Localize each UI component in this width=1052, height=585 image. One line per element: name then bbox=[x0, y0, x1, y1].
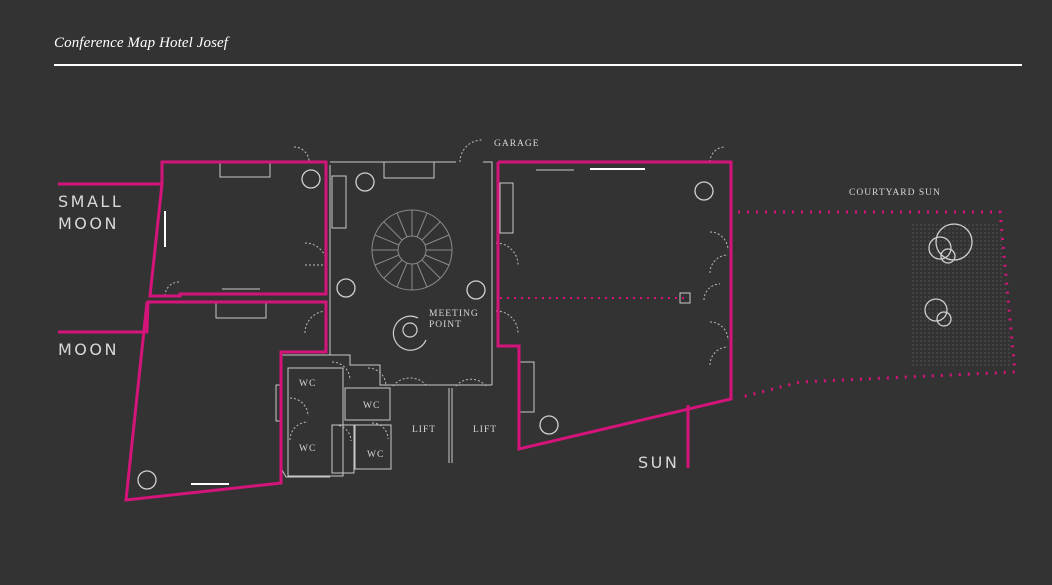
meeting-point-label-line2: POINT bbox=[429, 320, 462, 330]
title-divider bbox=[54, 64, 1022, 66]
room-outlines bbox=[58, 160, 1017, 502]
courtyard-sun-label: COURTYARD SUN bbox=[849, 188, 941, 198]
spiral-staircase bbox=[371, 209, 453, 291]
wc-label: WC bbox=[299, 379, 316, 389]
garage-label: GARAGE bbox=[494, 139, 540, 149]
sun-label: SUN bbox=[638, 453, 679, 472]
small-moon-outline bbox=[58, 160, 328, 298]
building-walls bbox=[215, 161, 574, 478]
small-moon-label-line2: MOON bbox=[58, 214, 119, 233]
moon-label: MOON bbox=[58, 340, 119, 359]
courtyard-sun-area bbox=[912, 222, 1012, 366]
doors bbox=[164, 139, 729, 442]
wc-label: WC bbox=[299, 444, 316, 454]
wc-label: WC bbox=[367, 450, 384, 460]
wc-label: WC bbox=[363, 401, 380, 411]
lift-label: LIFT bbox=[412, 425, 436, 435]
round-markers bbox=[137, 169, 714, 490]
small-moon-label-line1: SMALL bbox=[58, 192, 123, 211]
moon-outline bbox=[58, 300, 328, 502]
sun-outline bbox=[496, 160, 733, 451]
meeting-point-label-line1: MEETING bbox=[429, 309, 479, 319]
meeting-point-icon bbox=[392, 315, 427, 351]
screens bbox=[164, 168, 691, 485]
page-title: Conference Map Hotel Josef bbox=[54, 35, 229, 51]
lift-label: LIFT bbox=[473, 425, 497, 435]
